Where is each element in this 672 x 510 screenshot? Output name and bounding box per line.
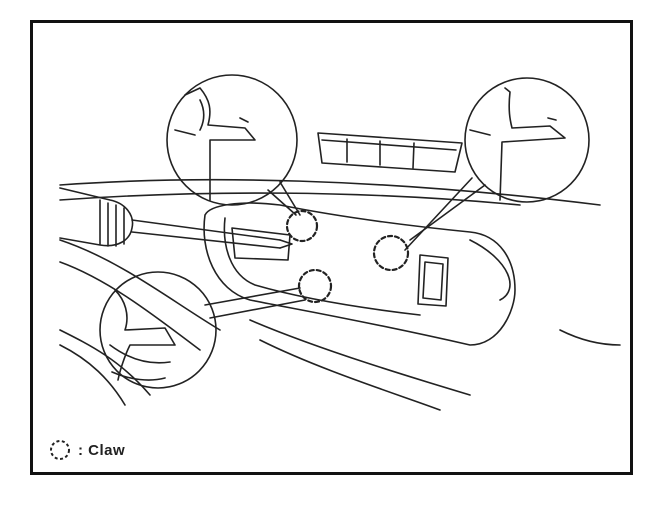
detail-circle-right — [404, 77, 590, 251]
console-panel — [203, 202, 516, 346]
dashboard-outline — [59, 178, 621, 411]
air-vent — [317, 132, 463, 173]
legend: : Claw — [48, 438, 125, 462]
detail-circle-bottom — [99, 271, 306, 389]
illustration-frame — [30, 20, 633, 475]
claw-marker-1 — [285, 209, 319, 243]
dashed-circle-icon — [50, 440, 70, 460]
claw-marker-2 — [372, 234, 410, 272]
claw-marker-3 — [297, 268, 333, 304]
claw-markers — [285, 209, 410, 304]
detail-circle-top — [166, 74, 301, 216]
legend-label: : Claw — [78, 441, 126, 459]
screwdriver — [59, 187, 293, 249]
